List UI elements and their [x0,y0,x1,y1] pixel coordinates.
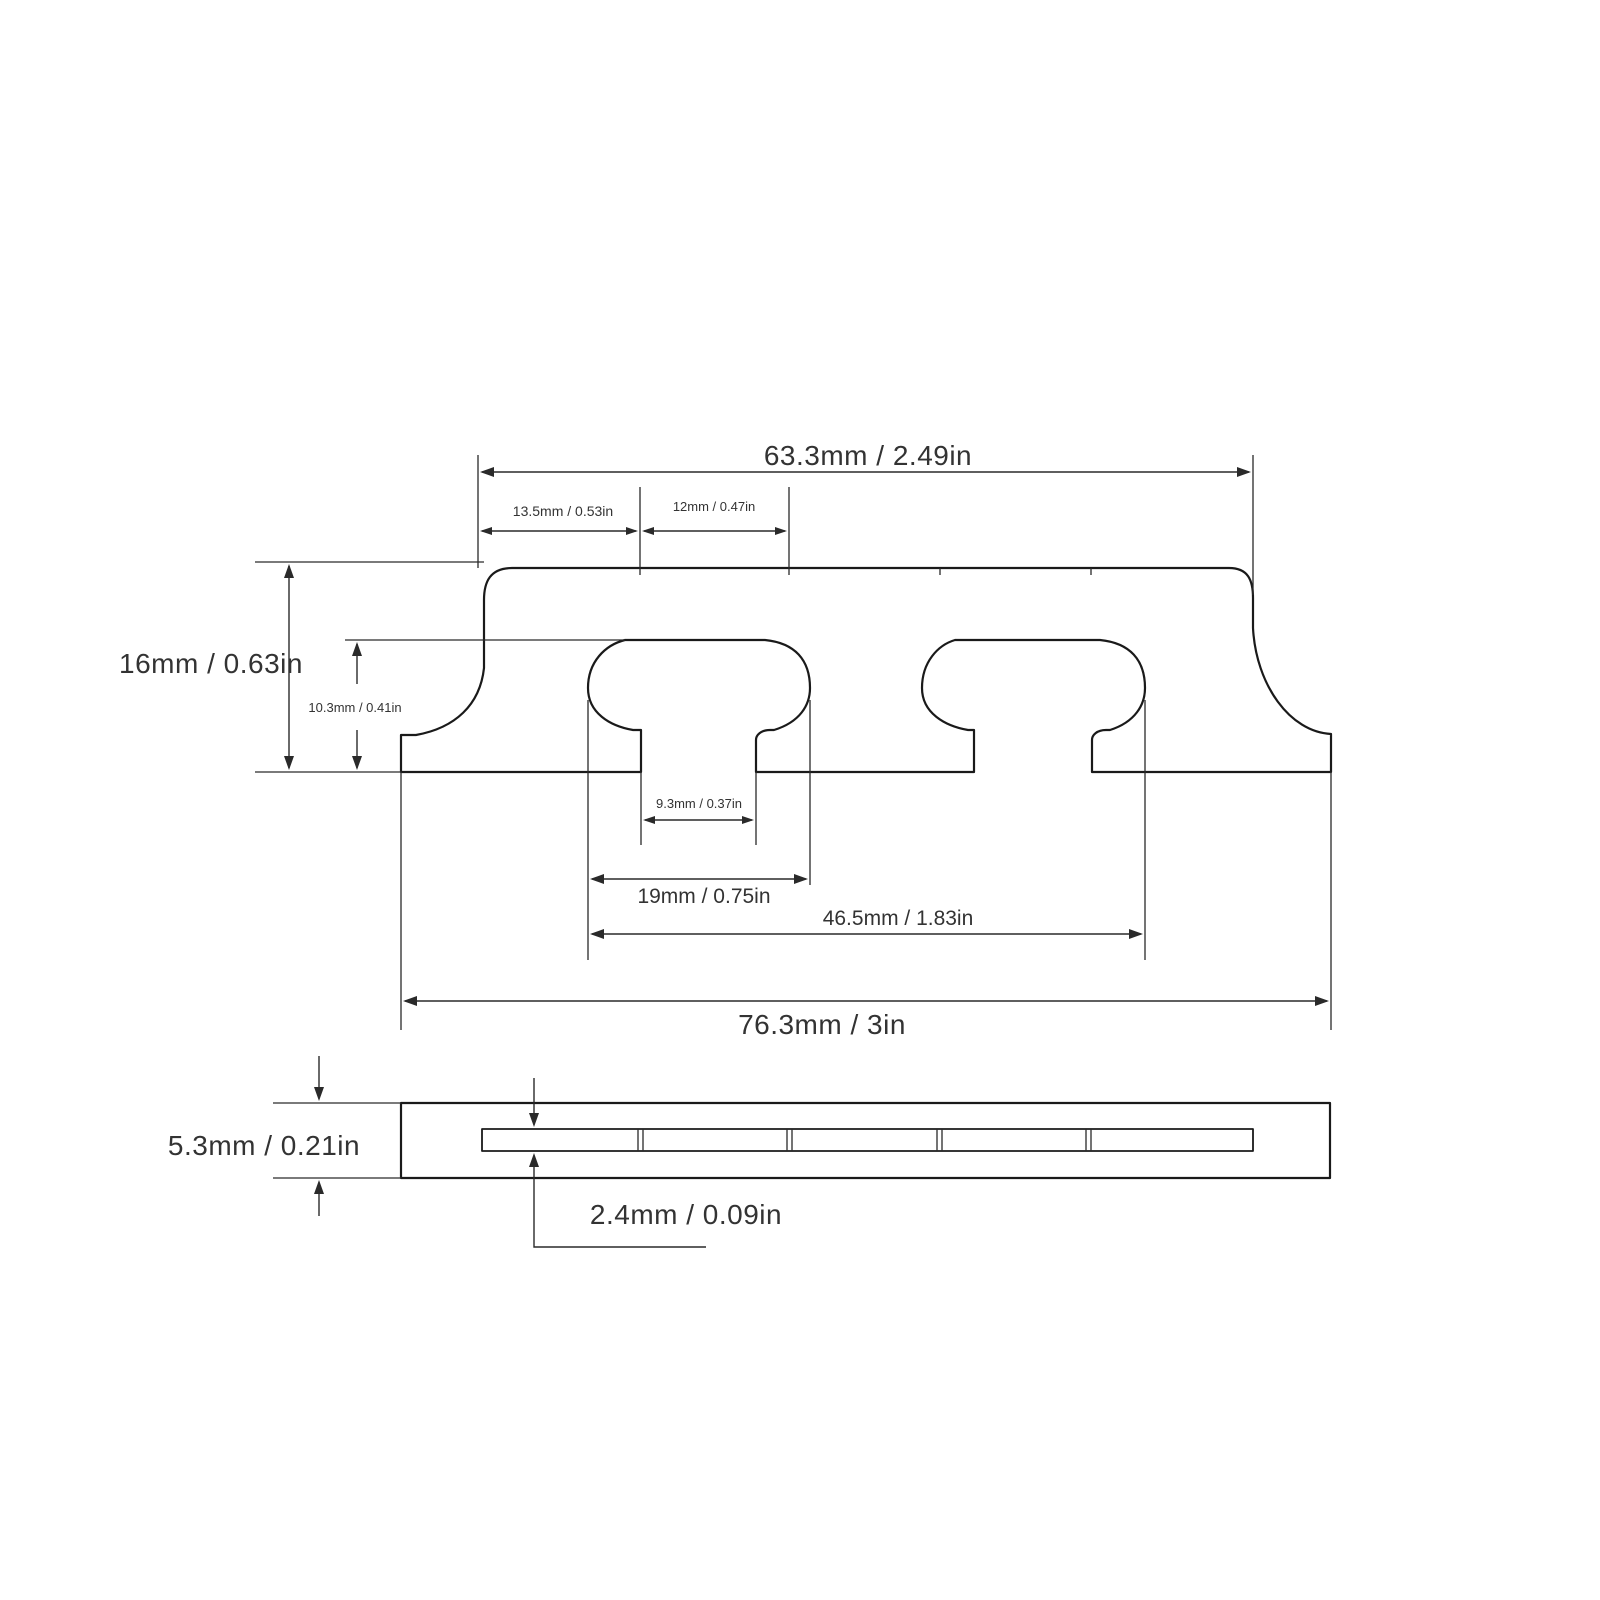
arrow-left-icon [480,467,494,477]
leader-line-slot-width [533,1165,706,1248]
front-view-dimensions [255,455,1332,1030]
arrow-right-icon [794,874,808,884]
arrow-right-icon [626,527,638,535]
arrow-right-icon [1237,467,1251,477]
arrow-down-icon [314,1087,324,1101]
bridge-front-outline [399,566,1333,774]
top-view-dimensions [273,1056,706,1248]
label-thickness: 5.3mm / 0.21in [168,1130,360,1161]
arrow-down-icon [284,756,294,770]
arrow-up-icon [284,564,294,578]
label-arch-width: 19mm / 0.75in [637,885,770,908]
front-view-labels: 63.3mm / 2.49in 13.5mm / 0.53in 12mm / 0… [119,440,973,1040]
arrow-left-icon [403,996,417,1006]
label-height: 16mm / 0.63in [119,648,303,679]
label-slot-width: 2.4mm / 0.09in [590,1199,782,1230]
arrow-left-icon [642,527,654,535]
arrow-down-icon [352,756,362,770]
arrow-up-icon [314,1180,324,1194]
label-foot-width: 9.3mm / 0.37in [656,796,742,811]
label-first-spacing: 13.5mm / 0.53in [513,503,613,519]
arrow-down-icon [529,1113,539,1127]
label-arch-span: 46.5mm / 1.83in [823,907,974,930]
label-top-width: 63.3mm / 2.49in [764,440,972,471]
top-view-labels: 5.3mm / 0.21in 2.4mm / 0.09in [168,1130,782,1230]
arrow-up-icon [529,1153,539,1167]
arrow-left-icon [590,874,604,884]
arrow-left-icon [643,816,655,824]
label-base-width: 76.3mm / 3in [738,1009,906,1040]
label-second-spacing: 12mm / 0.47in [673,499,755,514]
string-slot-strip [481,1128,1254,1152]
arrow-right-icon [775,527,787,535]
arrow-right-icon [742,816,754,824]
arrow-right-icon [1315,996,1329,1006]
bridge-front-view [399,566,1333,774]
bridge-top-outline [399,1101,1332,1180]
arrow-right-icon [1129,929,1143,939]
arrow-up-icon [352,642,362,656]
arrow-left-icon [480,527,492,535]
arrow-left-icon [590,929,604,939]
bridge-top-view [399,1101,1332,1180]
label-arch-height: 10.3mm / 0.41in [308,700,401,715]
